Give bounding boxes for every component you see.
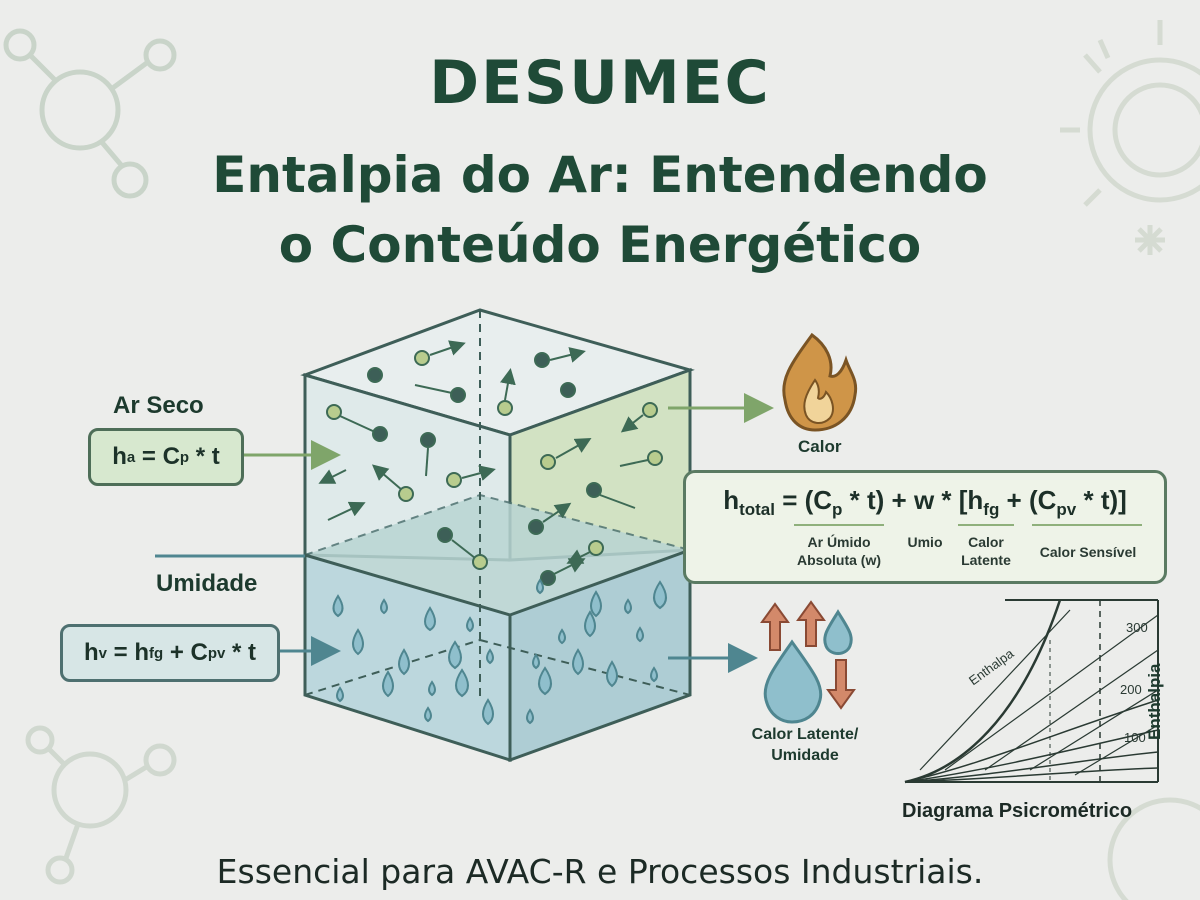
latent-heat-icon	[760, 600, 856, 724]
psy-tick-200: 200	[1120, 682, 1142, 697]
psychrometric-chart	[904, 599, 1159, 784]
annotation-ar-umido: Ar Úmido Absoluta (w)	[784, 533, 894, 569]
annotation-umio: Umio	[907, 534, 943, 550]
total-lhs-sub: total	[739, 500, 775, 520]
hv-eq: = h	[106, 639, 149, 666]
brand-logo: DESUMEC	[0, 48, 1200, 118]
annotation-calor-latente-line1: Calor	[968, 534, 1004, 550]
footer-tagline: Essencial para AVAC-R e Processos Indust…	[216, 852, 984, 891]
formula-underlines	[794, 524, 1142, 526]
calor-latente-line1: Calor Latente/	[751, 726, 859, 743]
flame-icon	[782, 332, 858, 432]
total-p1-sub: p	[832, 500, 843, 520]
water-droplets	[332, 578, 667, 726]
logo-text: DESUMEC	[429, 48, 771, 118]
calor-latente-line2: Umidade	[771, 747, 839, 764]
annotation-calor-latente: Calor Latente	[954, 533, 1018, 569]
hv-sub2: pv	[207, 644, 226, 662]
sun-gear-icon	[1060, 20, 1200, 207]
asterisk-icon	[1135, 225, 1165, 255]
hv-lhs-sub: v	[98, 644, 107, 662]
psy-chart-title: Diagrama Psicrométrico	[902, 800, 1133, 822]
total-p3: + (C	[999, 485, 1057, 515]
psy-tick-300: 300	[1126, 620, 1148, 635]
annotation-calor-sensivel: Calor Sensível	[1039, 544, 1137, 560]
hv-sub1: fg	[148, 644, 164, 662]
ha-rest: * t	[189, 443, 220, 470]
umidade-label: Umidade	[156, 570, 258, 597]
hv-rest: * t	[225, 639, 257, 666]
total-formula: htotal = (Cp * t) + w * [hfg + (Cpv * t)…	[686, 485, 1164, 520]
globe-icon	[1107, 797, 1200, 900]
ar-seco-label: Ar Seco	[113, 392, 204, 419]
ha-sub: p	[179, 448, 190, 466]
dry-air-molecules	[318, 340, 663, 586]
total-p2: * t) + w * [h	[842, 485, 984, 515]
total-lhs: h	[723, 485, 740, 515]
psy-tick-100: 100	[1124, 730, 1146, 745]
annotation-calor-latente-line2: Latente	[961, 552, 1011, 568]
total-p4: * t)]	[1076, 485, 1127, 515]
total-p3-sub: pv	[1056, 500, 1077, 520]
calor-latente-label: Calor Latente/ Umidade	[735, 724, 875, 766]
total-p1: = (C	[774, 485, 833, 515]
total-p2-sub: fg	[983, 500, 1000, 520]
annotation-ar-umido-line1: Ar Úmido	[807, 534, 871, 550]
ha-lhs-sub: a	[126, 448, 136, 466]
title-line-1: Entalpia do Ar: Entendendo	[212, 146, 988, 204]
molecule-icon-top-left	[3, 28, 177, 199]
ha-lhs: h	[112, 443, 127, 470]
psy-axis-label: Enthalpia	[1145, 663, 1164, 740]
hv-lhs: h	[83, 639, 99, 666]
title-line-2: o Conteúdo Energético	[278, 216, 922, 274]
molecule-icon-bottom-left	[25, 725, 177, 885]
ha-eq: = C	[135, 443, 180, 470]
hv-mid: + C	[163, 639, 208, 666]
annotation-ar-umido-line2: Absoluta (w)	[797, 552, 881, 568]
total-enthalpy-formula-box: htotal = (Cp * t) + w * [hfg + (Cpv * t)…	[683, 470, 1167, 584]
calor-label: Calor	[798, 437, 842, 456]
page-title: Entalpia do Ar: Entendendo o Conteúdo En…	[0, 140, 1200, 280]
